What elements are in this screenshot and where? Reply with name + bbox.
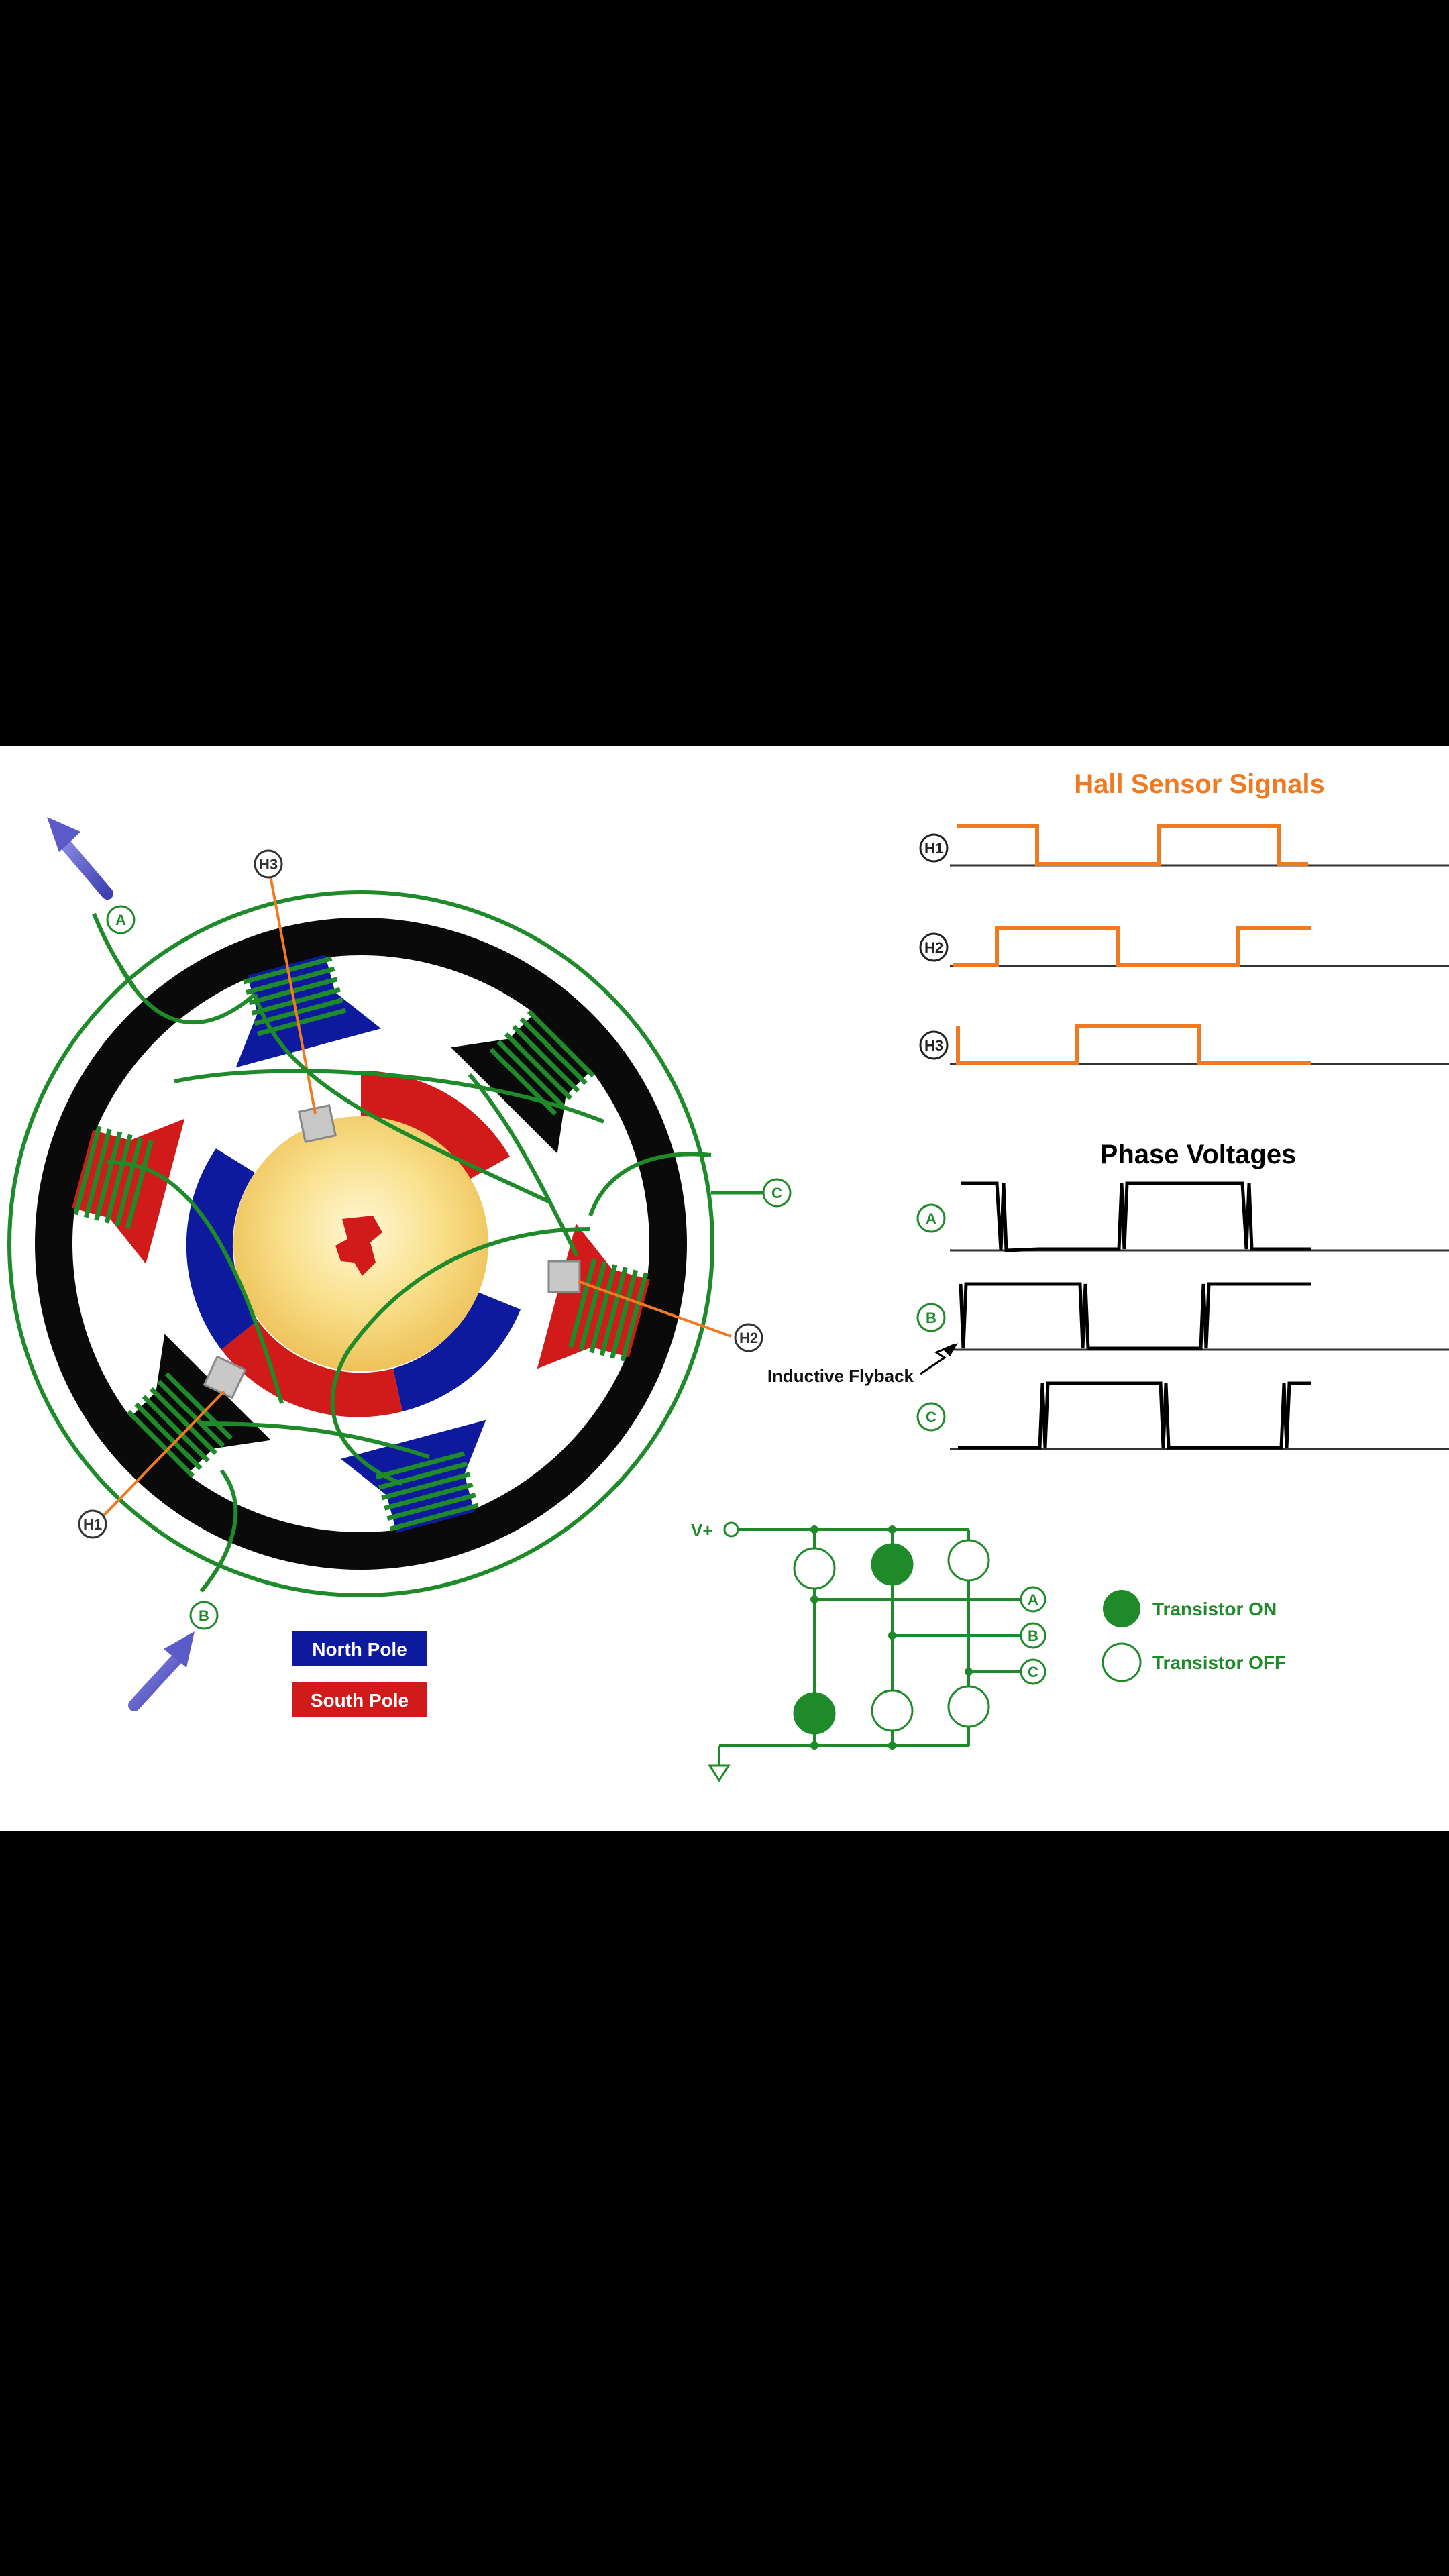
- output-c-label: C: [1028, 1664, 1038, 1680]
- phase-c-waveform: [958, 1383, 1311, 1448]
- inductive-flyback-label: Inductive Flyback: [767, 1366, 914, 1386]
- transistor-b-high-on: [872, 1544, 912, 1585]
- hall-h3-waveform: [958, 1026, 1311, 1063]
- phase-a-label: A: [926, 1210, 936, 1227]
- lead-a-label: A: [115, 912, 126, 928]
- rotor: [186, 1071, 534, 1417]
- transistor-on-label: Transistor ON: [1152, 1599, 1277, 1619]
- hall-h1-waveform: [957, 826, 1308, 864]
- transistor-off-swatch: [1103, 1644, 1140, 1681]
- hall-h3-label: H3: [924, 1037, 943, 1054]
- transistor-b-low-off: [872, 1690, 912, 1731]
- hall-signals-title: Hall Sensor Signals: [1074, 769, 1324, 799]
- transistor-on-swatch: [1103, 1590, 1140, 1627]
- h2-label: H2: [739, 1330, 758, 1346]
- hall-h2-label: H2: [924, 939, 943, 956]
- h1-label: H1: [83, 1516, 102, 1533]
- transistor-legend: Transistor ON Transistor OFF: [1103, 1590, 1286, 1681]
- pole-legend: North Pole South Pole: [292, 1631, 427, 1717]
- transistor-a-high-off: [794, 1548, 835, 1589]
- hall-sensor-h3: [299, 1106, 336, 1142]
- phase-b-waveform: [961, 1284, 1311, 1348]
- north-pole-label: North Pole: [312, 1639, 407, 1660]
- hall-sensor-h2: [549, 1261, 580, 1292]
- transistor-c-low-off: [949, 1686, 989, 1727]
- phase-voltages-title: Phase Voltages: [1100, 1140, 1297, 1169]
- diagram-panel: A C B H3 H2 H1: [0, 746, 1449, 1831]
- output-b-label: B: [1028, 1627, 1038, 1644]
- hall-h2-waveform: [953, 928, 1311, 965]
- arrow-out-icon: [47, 817, 107, 894]
- h3-label: H3: [259, 856, 278, 873]
- south-pole-label: South Pole: [311, 1690, 409, 1711]
- motor: A C B H3 H2 H1: [9, 817, 790, 1705]
- output-a-label: A: [1028, 1591, 1038, 1608]
- vplus-label: V+: [691, 1520, 713, 1540]
- hall-signals: Hall Sensor Signals H1 H2 H3: [920, 769, 1449, 1064]
- phase-a-waveform: [961, 1183, 1311, 1250]
- phase-voltages: Phase Voltages A B C Inductive Flyback: [767, 1140, 1449, 1449]
- vplus-terminal: [724, 1523, 738, 1536]
- transistor-c-high-off: [949, 1540, 989, 1580]
- transistor-a-low-on: [794, 1693, 835, 1733]
- bldc-diagram: A C B H3 H2 H1: [0, 746, 1449, 1831]
- phase-c-label: C: [926, 1409, 936, 1426]
- transistor-off-label: Transistor OFF: [1152, 1652, 1286, 1673]
- lead-c-label: C: [771, 1185, 782, 1201]
- arrow-in-icon: [134, 1631, 195, 1705]
- inverter-circuit: V+: [691, 1520, 1045, 1780]
- lead-b-label: B: [199, 1607, 209, 1624]
- phase-b-label: B: [926, 1309, 936, 1326]
- ground-icon: [710, 1766, 729, 1780]
- hall-h1-label: H1: [924, 840, 943, 857]
